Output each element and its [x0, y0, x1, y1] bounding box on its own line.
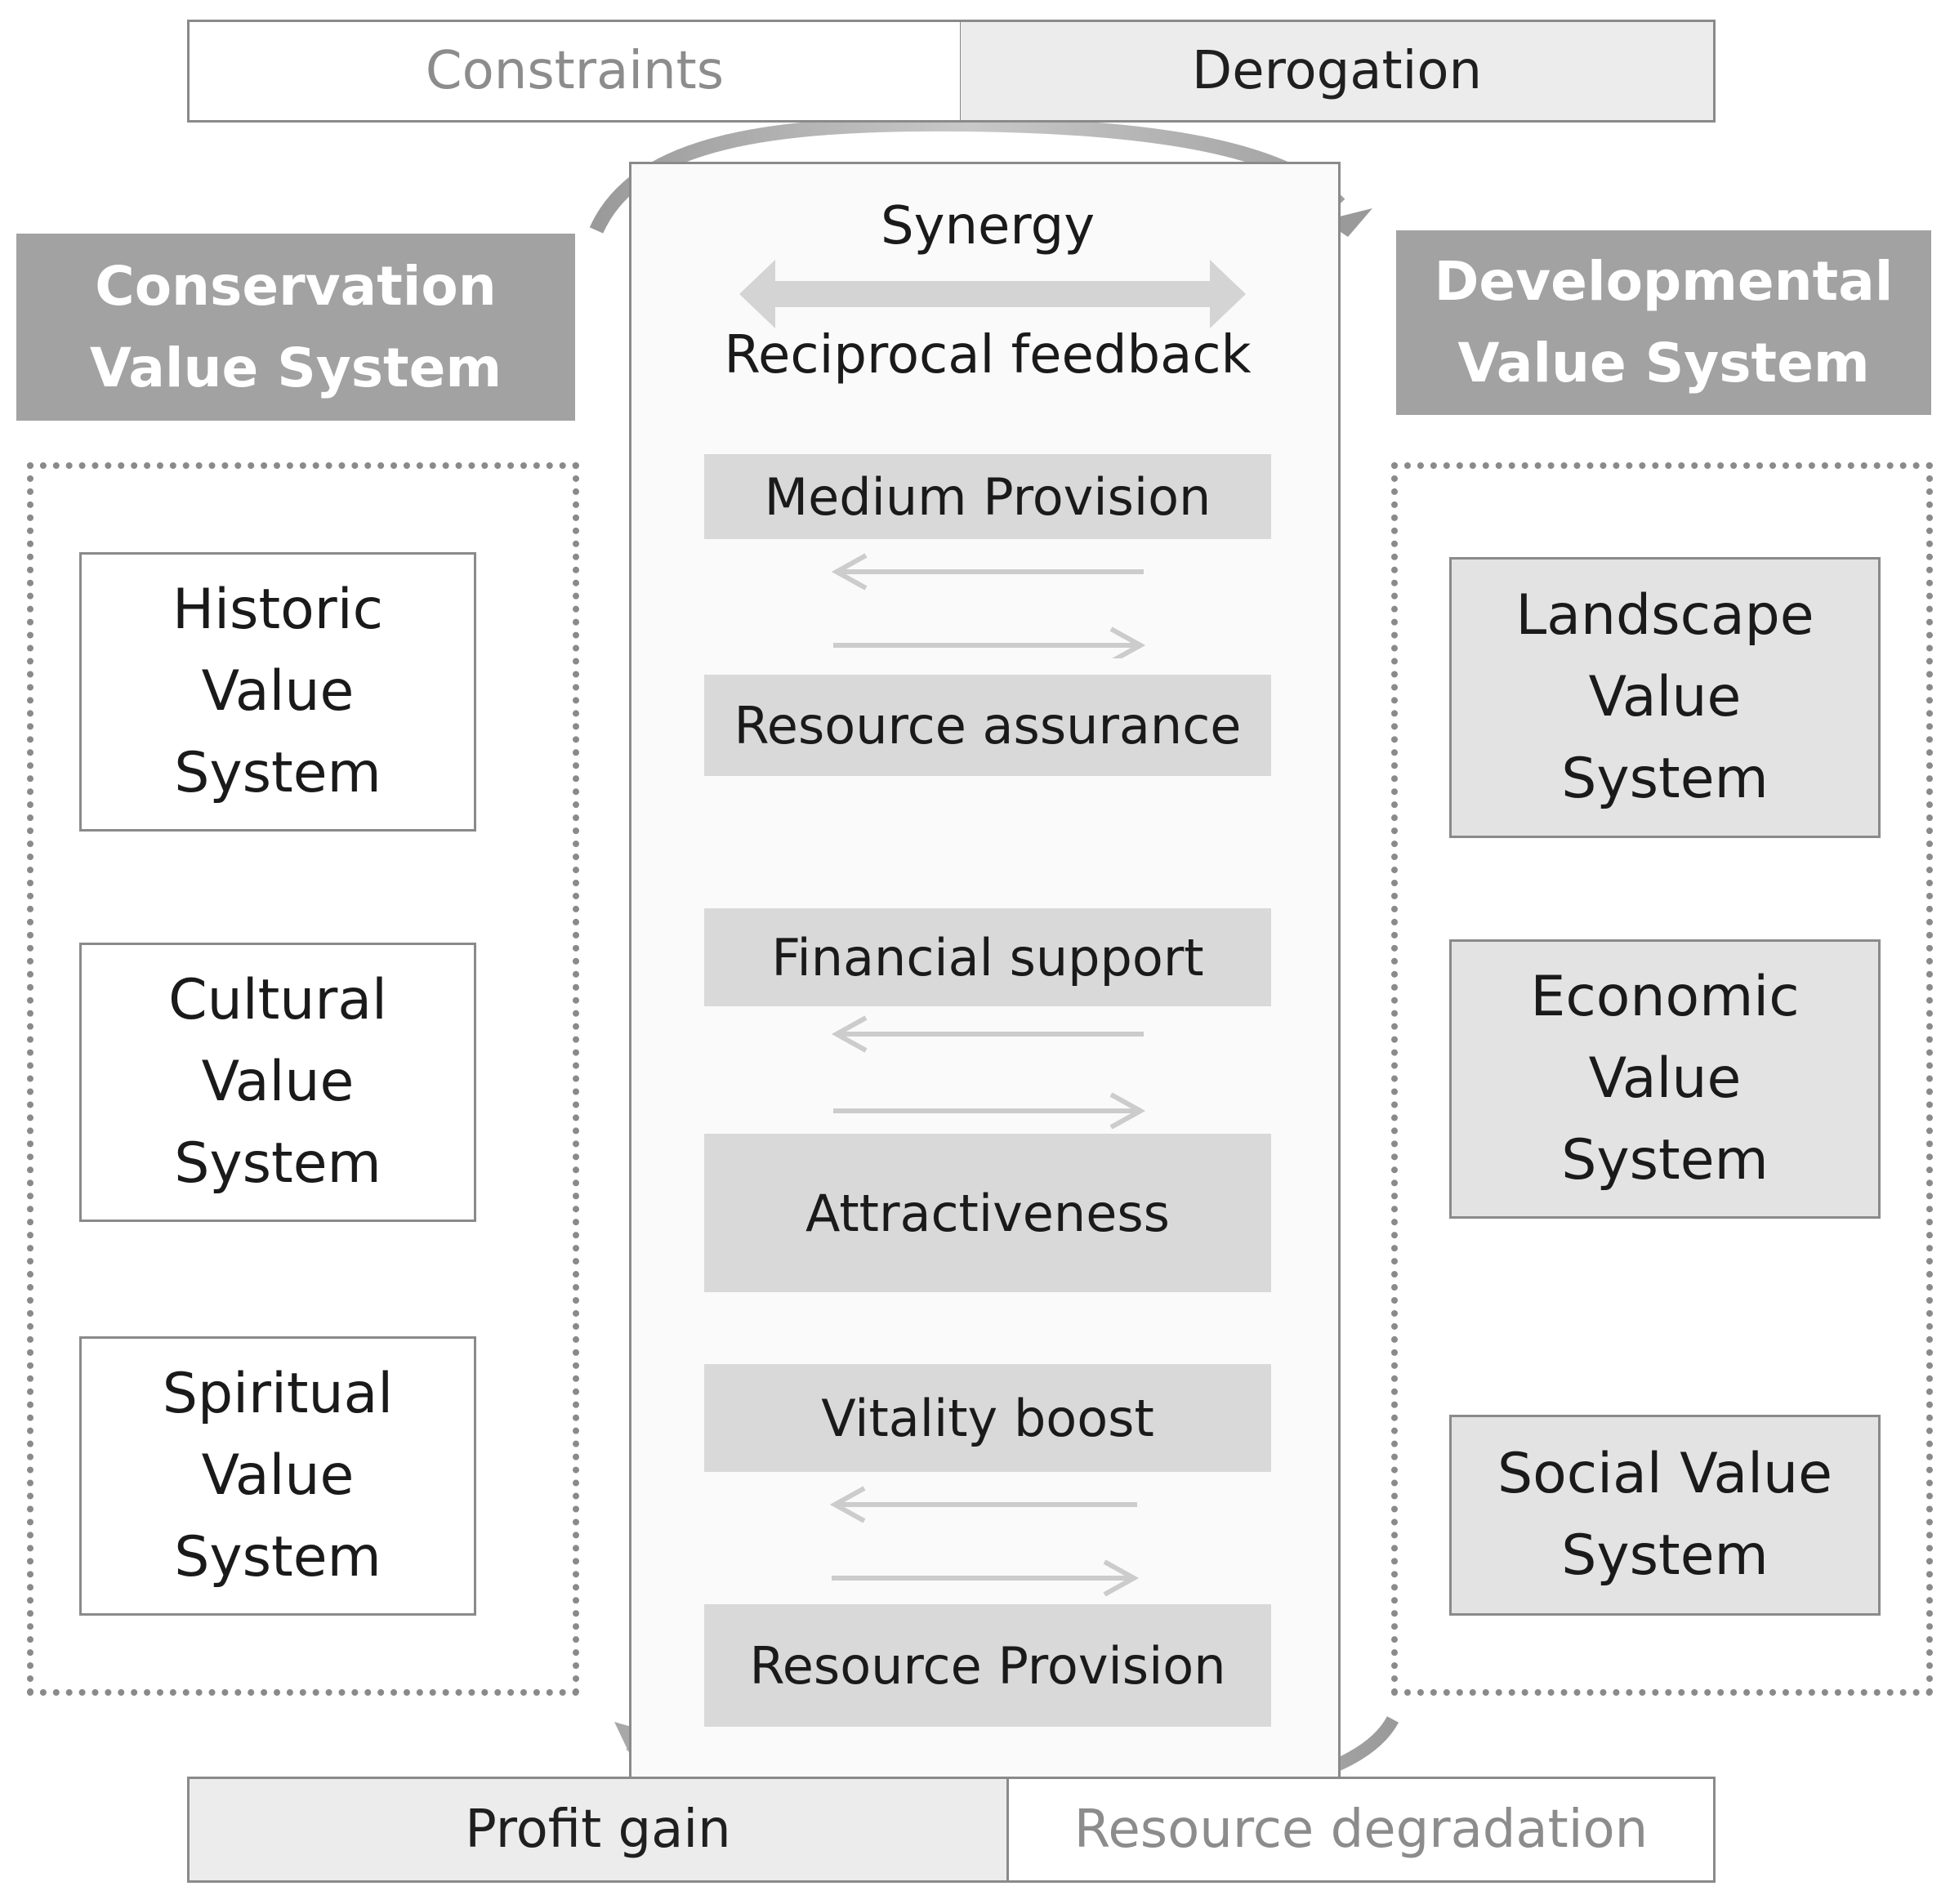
synergy-label: Synergy — [880, 196, 1095, 256]
cultural-line1: Cultural — [168, 968, 387, 1032]
pair1-arrows — [831, 553, 1146, 658]
developmental-title-line2: Value System — [1457, 332, 1870, 395]
cultural-line3: System — [174, 1131, 382, 1196]
spiritual-value-system-box: Spiritual Value System — [79, 1336, 476, 1616]
landscape-line2: Value — [1588, 665, 1742, 729]
historic-line3: System — [174, 741, 382, 805]
medium-provision-box: Medium Provision — [704, 454, 1271, 539]
constraints-label: Constraints — [187, 20, 962, 123]
landscape-line1: Landscape — [1515, 583, 1814, 648]
derogation-label: Derogation — [961, 20, 1716, 123]
developmental-group — [1391, 462, 1933, 1696]
economic-line2: Value — [1588, 1046, 1742, 1111]
conservation-value-system-header: Conservation Value System — [16, 234, 575, 421]
resource-assurance-box: Resource assurance — [704, 675, 1271, 776]
historic-value-system-box: Historic Value System — [79, 552, 476, 832]
attractiveness-box: Attractiveness — [704, 1134, 1271, 1292]
social-line2: System — [1561, 1523, 1769, 1588]
economic-value-system-box: Economic Value System — [1449, 939, 1881, 1219]
pair3-arrows — [829, 1486, 1140, 1597]
historic-line2: Value — [201, 659, 355, 724]
conservation-group — [27, 462, 579, 1696]
conservation-title-line1: Conservation — [95, 254, 497, 318]
landscape-line3: System — [1561, 747, 1769, 811]
cultural-value-system-box: Cultural Value System — [79, 943, 476, 1222]
economic-line1: Economic — [1530, 965, 1800, 1029]
conservation-title-line2: Value System — [89, 336, 502, 399]
top-cycle-arrowhead — [1323, 208, 1372, 237]
profit-gain-label: Profit gain — [187, 1777, 1009, 1883]
cultural-line2: Value — [201, 1050, 355, 1114]
developmental-title-line1: Developmental — [1434, 250, 1894, 313]
financial-support-box: Financial support — [704, 908, 1271, 1006]
vitality-boost-box: Vitality boost — [704, 1364, 1271, 1472]
synergy-double-arrow — [739, 260, 1246, 328]
landscape-value-system-box: Landscape Value System — [1449, 557, 1881, 838]
social-line1: Social Value — [1497, 1442, 1832, 1506]
pair2-arrows — [831, 1015, 1146, 1129]
social-value-system-box: Social Value System — [1449, 1415, 1881, 1616]
resource-degradation-label: Resource degradation — [1009, 1777, 1716, 1883]
reciprocal-feedback-label: Reciprocal feedback — [724, 325, 1252, 386]
historic-line1: Historic — [172, 577, 383, 642]
spiritual-line1: Spiritual — [162, 1362, 394, 1426]
resource-provision-box: Resource Provision — [704, 1604, 1271, 1727]
economic-line3: System — [1561, 1128, 1769, 1193]
spiritual-line2: Value — [201, 1443, 355, 1508]
spiritual-line3: System — [174, 1525, 382, 1590]
developmental-value-system-header: Developmental Value System — [1396, 230, 1931, 415]
